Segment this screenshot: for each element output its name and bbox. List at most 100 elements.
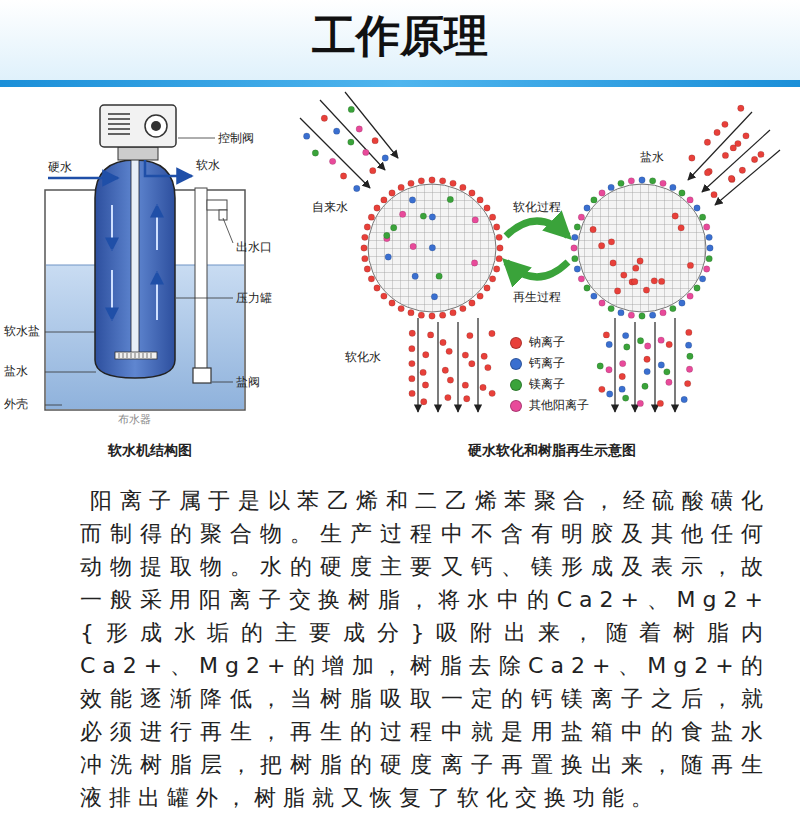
ion-dot: [429, 245, 435, 251]
legend-item: 钙离子: [510, 355, 565, 372]
ion-dot: [389, 190, 395, 196]
part-label: 外壳: [4, 397, 28, 411]
ion-dot: [493, 224, 499, 230]
ion-dot: [464, 396, 470, 402]
ion-dot: [408, 180, 414, 186]
ion-dot: [681, 396, 687, 402]
ion-dot: [711, 191, 717, 197]
ion-dot: [429, 177, 435, 183]
ion-dot: [429, 214, 435, 220]
ion-dot: [485, 364, 491, 370]
ion-dot: [599, 300, 605, 306]
ion-dot: [408, 309, 414, 315]
ion-dot: [489, 330, 495, 336]
ion-dot: [469, 300, 475, 306]
legend-swatch: [510, 400, 522, 412]
ion-dot: [687, 353, 693, 359]
ion-dot: [689, 155, 695, 161]
ion-dot: [572, 255, 578, 261]
body-paragraph: 阳离子属于是以苯乙烯和二乙烯苯聚合，经硫酸磺化而制得的聚合物。生产过程中不含有明…: [80, 484, 770, 814]
ion-dot: [440, 339, 446, 345]
ion-dot: [704, 169, 710, 175]
flow-label: 盐水: [640, 150, 664, 164]
ion-dot: [649, 178, 655, 184]
ion-dot: [643, 287, 649, 293]
ion-dot: [622, 332, 628, 338]
ion-dot: [391, 225, 397, 231]
ion-dot: [409, 360, 415, 366]
ion-dot: [584, 205, 590, 211]
ion-dot: [644, 368, 650, 374]
ion-dot: [361, 245, 367, 251]
ion-dot: [651, 278, 657, 284]
ion-dot: [372, 137, 378, 143]
legend-swatch: [510, 337, 522, 349]
ion-dot: [714, 129, 720, 135]
ion-dot: [644, 356, 650, 362]
ion-dot: [469, 360, 475, 366]
ion-dot: [496, 255, 502, 261]
ion-dot: [409, 390, 415, 396]
ion-dot: [384, 232, 390, 238]
ion-dot: [364, 266, 370, 272]
ion-dot: [699, 214, 705, 220]
ion-dot: [686, 366, 692, 372]
ion-dot: [462, 352, 468, 358]
ion-dot: [618, 180, 624, 186]
ion-dot: [368, 214, 374, 220]
ion-dot: [489, 276, 495, 282]
part-label: 布水器: [118, 413, 151, 426]
ion-dot: [664, 369, 670, 375]
legend-swatch: [510, 358, 522, 370]
ion-dot: [658, 337, 664, 343]
ion-dot: [412, 273, 418, 279]
ion-dot: [471, 260, 477, 266]
ion-dot: [484, 205, 490, 211]
ion-dot: [418, 178, 424, 184]
ion-dot: [639, 177, 645, 183]
legend-item: 镁离子: [510, 376, 565, 393]
ion-dot: [321, 115, 327, 121]
legend-item: 其他阳离子: [510, 397, 589, 414]
ion-dot: [381, 293, 387, 299]
ion-dot: [571, 245, 577, 251]
ion-dot: [584, 285, 590, 291]
legend-text: 钠离子: [529, 334, 565, 351]
ion-dot: [598, 243, 604, 249]
ion-dot: [706, 234, 712, 240]
ion-dot: [628, 178, 634, 184]
part-label: 控制阀: [218, 131, 254, 145]
ion-dot: [578, 214, 584, 220]
ion-dot: [685, 342, 691, 348]
ion-dot: [694, 285, 700, 291]
ion-dot: [423, 352, 429, 358]
ion-dot: [608, 305, 614, 311]
ion-dot: [660, 180, 666, 186]
ion-dot: [329, 158, 335, 164]
ion-dot: [637, 338, 643, 344]
ion-dot: [728, 175, 734, 181]
ion-dot: [632, 278, 638, 284]
part-label: 压力罐: [236, 291, 272, 305]
ion-dot: [370, 167, 376, 173]
ion-dot: [686, 329, 692, 335]
ion-dot: [703, 266, 709, 272]
ion-dot: [687, 262, 693, 268]
part-label: 软水盐: [4, 324, 40, 338]
figure-caption: 软水机结构图: [108, 442, 192, 459]
ion-dot: [356, 126, 362, 132]
legend-item: 钠离子: [510, 334, 565, 351]
ion-dot: [678, 225, 684, 231]
ion-dot: [672, 213, 678, 219]
ion-dot: [658, 278, 664, 284]
ion-dot: [590, 226, 596, 232]
ion-dot: [442, 367, 448, 373]
ion-dot: [622, 395, 628, 401]
ion-dot: [751, 156, 757, 162]
ion-dot: [614, 288, 620, 294]
ion-dot: [381, 197, 387, 203]
ion-dot: [364, 224, 370, 230]
ion-dot: [603, 332, 609, 338]
ion-dot: [398, 305, 404, 311]
ion-dot: [637, 400, 643, 406]
